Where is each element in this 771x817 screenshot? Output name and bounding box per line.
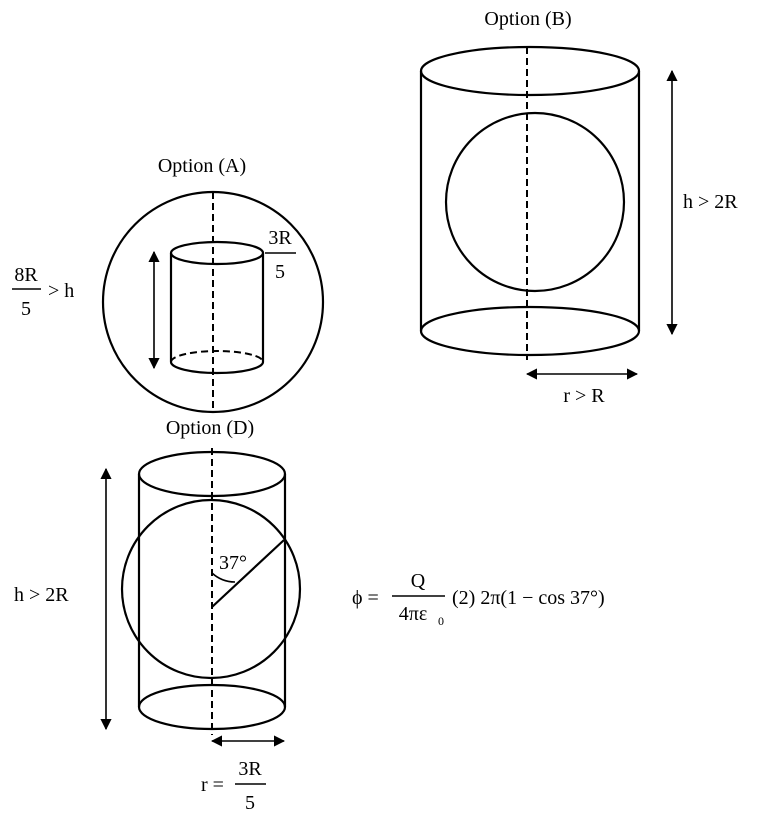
option-a-radius-denominator: 5	[275, 261, 285, 283]
option-a-ineq-rest: > h	[48, 280, 74, 302]
option-d-sphere	[120, 498, 302, 680]
option-a-ineq-numerator: 8R	[14, 264, 38, 286]
option-b-cylinder	[419, 45, 641, 357]
option-a-title: Option (A)	[158, 155, 246, 177]
option-a-figure: Option (A) 8R 5 > h 3R 5	[12, 155, 325, 414]
option-a-radius-label: 3R 5	[265, 227, 296, 283]
formula-denominator: 4πε	[399, 603, 428, 625]
option-d-angle-label: 37°	[219, 552, 247, 574]
flux-formula: ϕ = Q 4πε 0 (2) 2π(1 − cos 37°)	[352, 570, 605, 628]
option-a-ineq-denominator: 5	[21, 298, 31, 320]
formula-rest: (2) 2π(1 − cos 37°)	[452, 587, 605, 609]
option-b-sphere	[444, 111, 626, 293]
option-a-inequality: 8R 5 > h	[12, 264, 74, 320]
option-d-angle-line	[211, 539, 285, 608]
option-b-height-label: h > 2R	[683, 191, 738, 213]
option-a-radius-numerator: 3R	[268, 227, 292, 249]
option-d-radius-lhs: r =	[201, 774, 224, 796]
option-d-height-label: h > 2R	[14, 584, 69, 606]
option-d-figure: Option (D) 37° h > 2R r = 3R 5	[14, 417, 302, 814]
option-d-title: Option (D)	[166, 417, 254, 439]
option-b-figure: Option (B) h > 2R r > R	[419, 8, 738, 407]
option-b-radius-label: r > R	[563, 385, 605, 407]
option-b-title: Option (B)	[484, 8, 571, 30]
option-d-radius-denominator: 5	[245, 792, 255, 814]
formula-numerator: Q	[411, 570, 426, 592]
option-d-angle-arc	[211, 572, 236, 583]
formula-lhs: ϕ =	[352, 587, 379, 609]
option-d-radius-label: r = 3R 5	[201, 758, 266, 814]
option-a-cylinder	[169, 240, 265, 375]
formula-denominator-subscript: 0	[438, 614, 444, 628]
option-d-radius-numerator: 3R	[238, 758, 262, 780]
